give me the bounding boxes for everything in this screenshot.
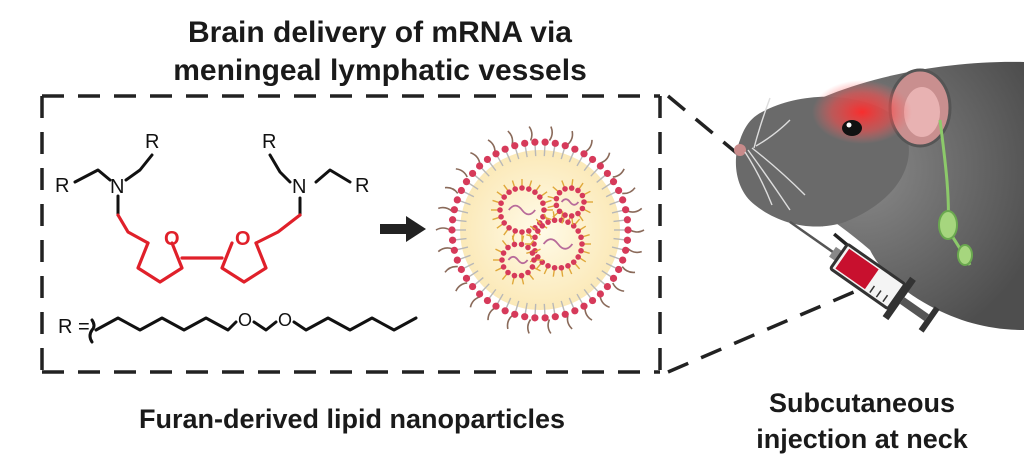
right-nitrogen: N xyxy=(292,176,306,198)
furan-core xyxy=(116,213,302,284)
syringe-icon xyxy=(789,220,940,333)
lipid-structure: R R N R R N O O R = xyxy=(55,131,418,344)
r-definition-label: R = xyxy=(58,316,90,338)
right-ring-oxygen: O xyxy=(235,228,251,250)
zoom-lines xyxy=(666,94,877,374)
title-line-2: meningeal lymphatic vessels xyxy=(173,54,587,87)
lipid-nanoparticle-icon xyxy=(435,126,645,334)
left-amine xyxy=(73,153,154,217)
r-chain xyxy=(88,316,418,344)
caption-right-line-2: injection at neck xyxy=(756,424,969,454)
left-nitrogen: N xyxy=(110,176,124,198)
right-amine xyxy=(268,153,352,217)
left-r-top: R xyxy=(145,131,159,153)
chain-oxygen-1: O xyxy=(238,310,252,330)
title-line-1: Brain delivery of mRNA via xyxy=(188,16,572,49)
dashed-frame xyxy=(40,94,662,374)
mouse-icon xyxy=(734,61,1024,330)
arrow-icon xyxy=(380,216,426,242)
right-r-side: R xyxy=(355,175,369,197)
right-r-top: R xyxy=(262,131,276,153)
chain-oxygen-2: O xyxy=(278,310,292,330)
caption-left: Furan-derived lipid nanoparticles xyxy=(139,404,565,434)
left-ring-oxygen: O xyxy=(164,228,180,250)
left-r-side: R xyxy=(55,175,69,197)
caption-right-line-1: Subcutaneous xyxy=(769,388,955,418)
